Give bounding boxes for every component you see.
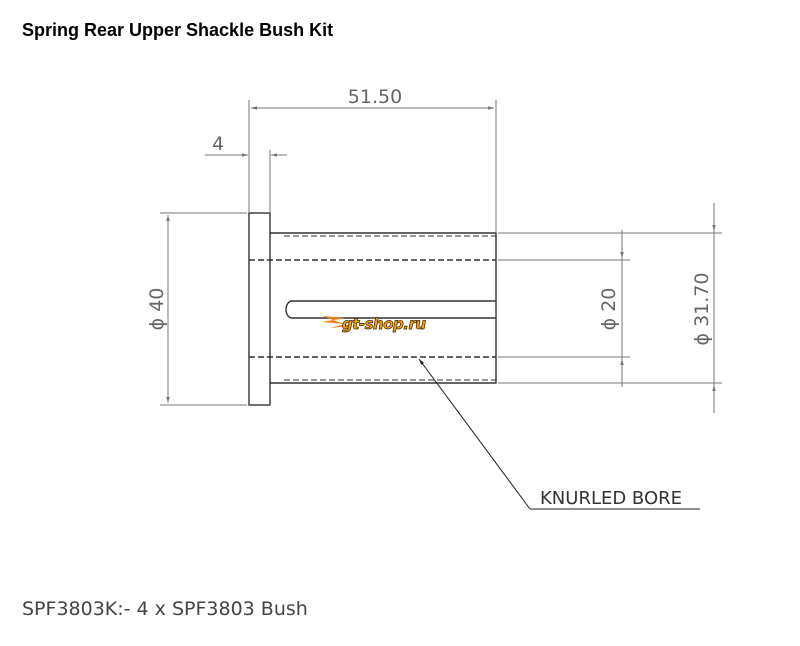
kit-contents: SPF3803K:- 4 x SPF3803 Bush bbox=[22, 598, 308, 620]
knurled-bore-leader bbox=[418, 358, 700, 510]
bush-outline bbox=[248, 212, 497, 406]
gt-shop-logo: gt-shop.ru bbox=[322, 315, 427, 333]
bore-dia-label: ϕ 20 bbox=[598, 288, 620, 331]
flange-dia-label: ϕ 40 bbox=[146, 288, 168, 331]
svg-text:gt-shop.ru: gt-shop.ru bbox=[342, 315, 426, 333]
page-title: Spring Rear Upper Shackle Bush Kit bbox=[22, 20, 334, 40]
length-dim-label: 51.50 bbox=[348, 86, 402, 108]
outer-dia-label: ϕ 31.70 bbox=[691, 273, 713, 346]
knurled-bore-label: KNURLED BORE bbox=[540, 488, 682, 509]
bush-body bbox=[270, 232, 497, 384]
slot bbox=[285, 300, 496, 319]
flange-thickness-label: 4 bbox=[212, 133, 224, 155]
flange bbox=[248, 212, 271, 406]
